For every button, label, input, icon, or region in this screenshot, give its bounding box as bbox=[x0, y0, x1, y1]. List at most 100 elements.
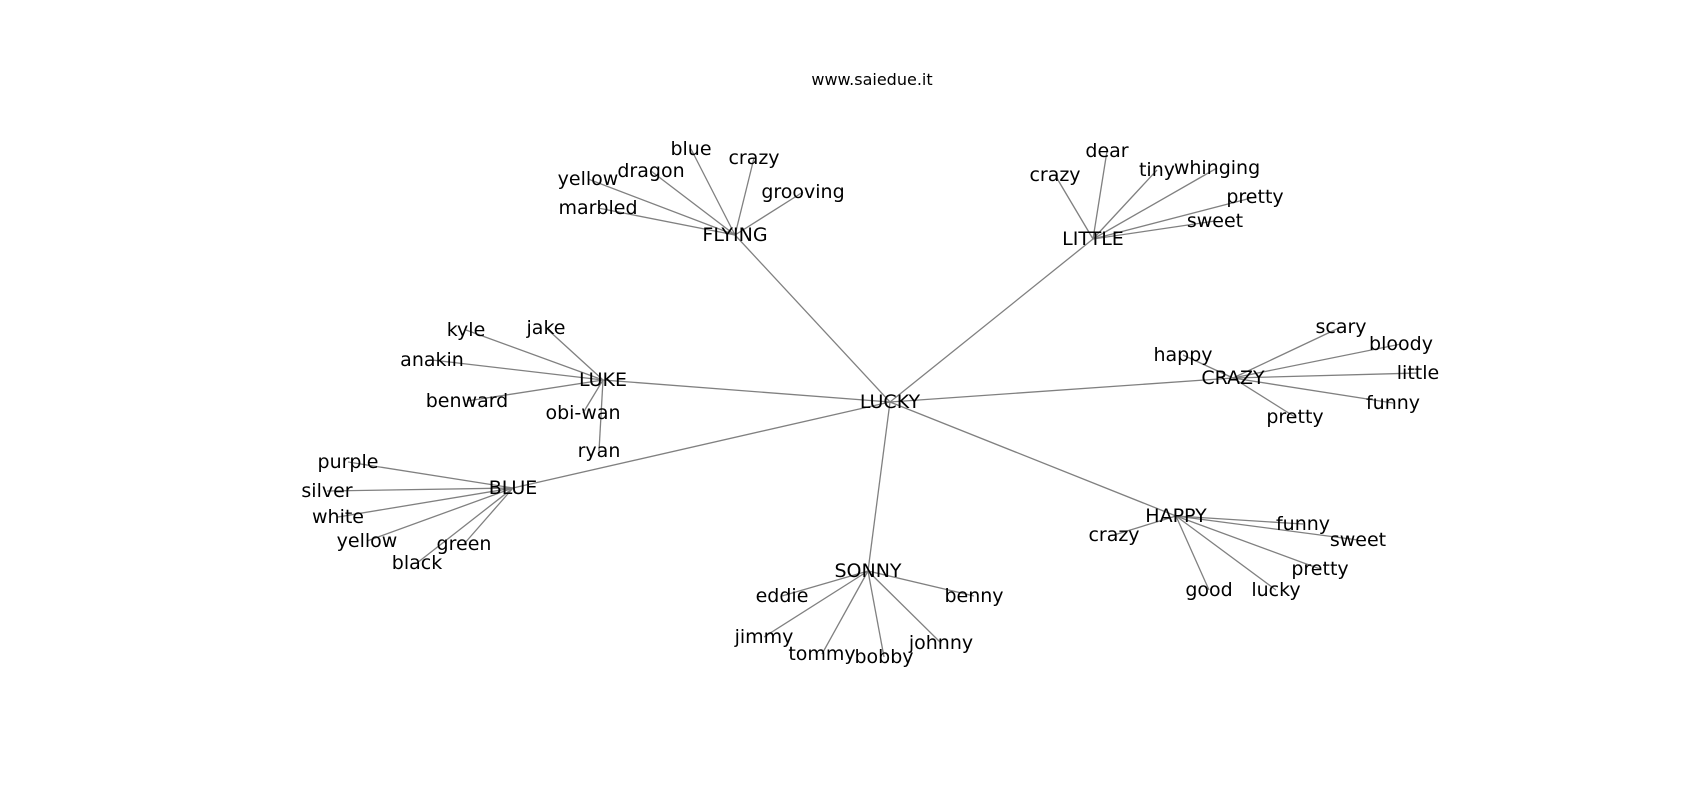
node-leaf-sonny-eddie: eddie bbox=[756, 585, 809, 607]
edge-luke-anakin bbox=[431, 359, 604, 381]
node-hub-little: LITTLE bbox=[1062, 228, 1124, 250]
edge-flying-dragon bbox=[650, 170, 736, 236]
node-leaf-luke-ryan: ryan bbox=[578, 440, 621, 462]
node-leaf-flying-dragon: dragon bbox=[617, 160, 684, 182]
node-leaf-luke-anakin: anakin bbox=[400, 349, 464, 371]
edge-flying-grooving bbox=[734, 191, 804, 236]
edge-happy-funny bbox=[1175, 515, 1304, 525]
edge-blue-silver bbox=[326, 487, 514, 492]
watermark-caption: www.saiedue.it bbox=[811, 70, 933, 89]
node-leaf-happy-lucky: lucky bbox=[1251, 579, 1300, 601]
edge-flying-blue bbox=[690, 148, 736, 236]
edge-luke-ryan bbox=[598, 379, 604, 452]
node-leaf-blue-silver: silver bbox=[301, 480, 352, 502]
node-leaf-blue-white: white bbox=[312, 506, 364, 528]
edge-blue-black bbox=[416, 487, 514, 564]
edge-sonny-benny bbox=[867, 570, 975, 597]
edge-crazy-little bbox=[1232, 372, 1419, 379]
node-leaf-little-tiny: tiny bbox=[1139, 159, 1175, 181]
node-leaf-crazy-little: little bbox=[1397, 362, 1439, 384]
edge-crazy-funny bbox=[1232, 377, 1394, 404]
edge-crazy-pretty bbox=[1232, 377, 1296, 418]
edge-blue-purple bbox=[347, 461, 514, 489]
node-leaf-little-sweet: sweet bbox=[1187, 210, 1243, 232]
edge-root-happy bbox=[889, 401, 1177, 517]
edge-little-tiny bbox=[1092, 169, 1158, 240]
node-leaf-luke-jake: jake bbox=[526, 317, 566, 339]
node-leaf-little-dear: dear bbox=[1085, 140, 1128, 162]
edge-blue-yellow bbox=[366, 487, 514, 542]
node-leaf-luke-benward: benward bbox=[426, 390, 509, 412]
edge-sonny-johnny bbox=[867, 570, 942, 644]
node-leaf-flying-blue: blue bbox=[670, 138, 711, 160]
node-root-label: LUCKY bbox=[860, 391, 921, 413]
node-leaf-flying-yellow: yellow bbox=[558, 168, 619, 190]
edge-happy-lucky bbox=[1175, 515, 1277, 591]
edge-root-luke bbox=[602, 379, 891, 403]
edge-root-crazy bbox=[889, 377, 1234, 403]
node-leaf-crazy-happy: happy bbox=[1153, 344, 1212, 366]
node-leaf-crazy-bloody: bloody bbox=[1369, 333, 1433, 355]
node-leaf-happy-crazy: crazy bbox=[1088, 524, 1139, 546]
edge-root-little bbox=[889, 238, 1094, 403]
node-leaf-flying-marbled: marbled bbox=[558, 197, 637, 219]
node-leaf-sonny-benny: benny bbox=[944, 585, 1003, 607]
edge-little-pretty bbox=[1092, 196, 1256, 240]
edge-root-flying bbox=[734, 234, 891, 403]
node-hub-sonny: SONNY bbox=[834, 560, 901, 582]
node-leaf-crazy-funny: funny bbox=[1366, 392, 1420, 414]
node-hub-flying: FLYING bbox=[702, 224, 767, 246]
edge-happy-sweet bbox=[1175, 515, 1359, 541]
edge-blue-green bbox=[463, 487, 514, 545]
node-leaf-crazy-scary: scary bbox=[1315, 316, 1366, 338]
edge-root-sonny bbox=[867, 401, 891, 572]
node-hub-luke: LUKE bbox=[579, 369, 627, 391]
node-leaf-blue-black: black bbox=[392, 552, 442, 574]
edge-sonny-bobby bbox=[867, 570, 885, 658]
node-leaf-blue-purple: purple bbox=[318, 451, 379, 473]
edge-happy-pretty bbox=[1175, 515, 1321, 570]
node-leaf-luke-kyle: kyle bbox=[447, 319, 486, 341]
node-leaf-happy-good: good bbox=[1185, 579, 1232, 601]
node-leaf-happy-pretty: pretty bbox=[1291, 558, 1348, 580]
node-leaf-sonny-tommy: tommy bbox=[788, 643, 855, 665]
edge-crazy-bloody bbox=[1232, 343, 1402, 379]
edge-flying-crazy bbox=[734, 157, 755, 236]
edge-luke-benward bbox=[466, 379, 604, 402]
node-leaf-little-crazy: crazy bbox=[1029, 164, 1080, 186]
node-leaf-happy-funny: funny bbox=[1276, 513, 1330, 535]
edge-flying-marbled bbox=[597, 207, 736, 236]
node-leaf-flying-grooving: grooving bbox=[761, 181, 844, 203]
edge-crazy-scary bbox=[1232, 326, 1342, 379]
edge-blue-white bbox=[337, 487, 514, 518]
edge-sonny-jimmy bbox=[763, 570, 869, 638]
node-leaf-luke-obi-wan: obi-wan bbox=[545, 402, 620, 424]
edge-luke-kyle bbox=[465, 329, 604, 381]
edge-little-crazy bbox=[1054, 174, 1094, 240]
node-hub-crazy: CRAZY bbox=[1201, 367, 1265, 389]
edge-layer bbox=[326, 148, 1419, 658]
edge-luke-jake bbox=[545, 327, 604, 381]
edge-little-dear bbox=[1092, 150, 1108, 240]
edge-happy-crazy bbox=[1113, 515, 1177, 536]
edge-luke-obi-wan bbox=[582, 379, 604, 414]
node-leaf-happy-sweet: sweet bbox=[1330, 529, 1386, 551]
edge-root-blue bbox=[512, 401, 891, 489]
node-hub-blue: BLUE bbox=[489, 477, 538, 499]
node-leaf-sonny-jimmy: jimmy bbox=[734, 626, 794, 648]
node-leaf-crazy-pretty: pretty bbox=[1266, 406, 1323, 428]
edge-little-whinging bbox=[1092, 167, 1218, 240]
edge-crazy-happy bbox=[1182, 354, 1234, 379]
edge-happy-good bbox=[1175, 515, 1210, 591]
edge-sonny-tommy bbox=[821, 570, 869, 655]
edge-flying-yellow bbox=[587, 178, 736, 236]
node-leaf-blue-green: green bbox=[437, 533, 492, 555]
node-leaf-sonny-johnny: johnny bbox=[908, 632, 973, 654]
node-leaf-little-pretty: pretty bbox=[1226, 186, 1283, 208]
edge-sonny-eddie bbox=[781, 570, 869, 597]
node-leaf-little-whinging: whinging bbox=[1174, 157, 1260, 179]
node-leaf-blue-yellow: yellow bbox=[337, 530, 398, 552]
node-leaf-flying-crazy: crazy bbox=[728, 147, 779, 169]
